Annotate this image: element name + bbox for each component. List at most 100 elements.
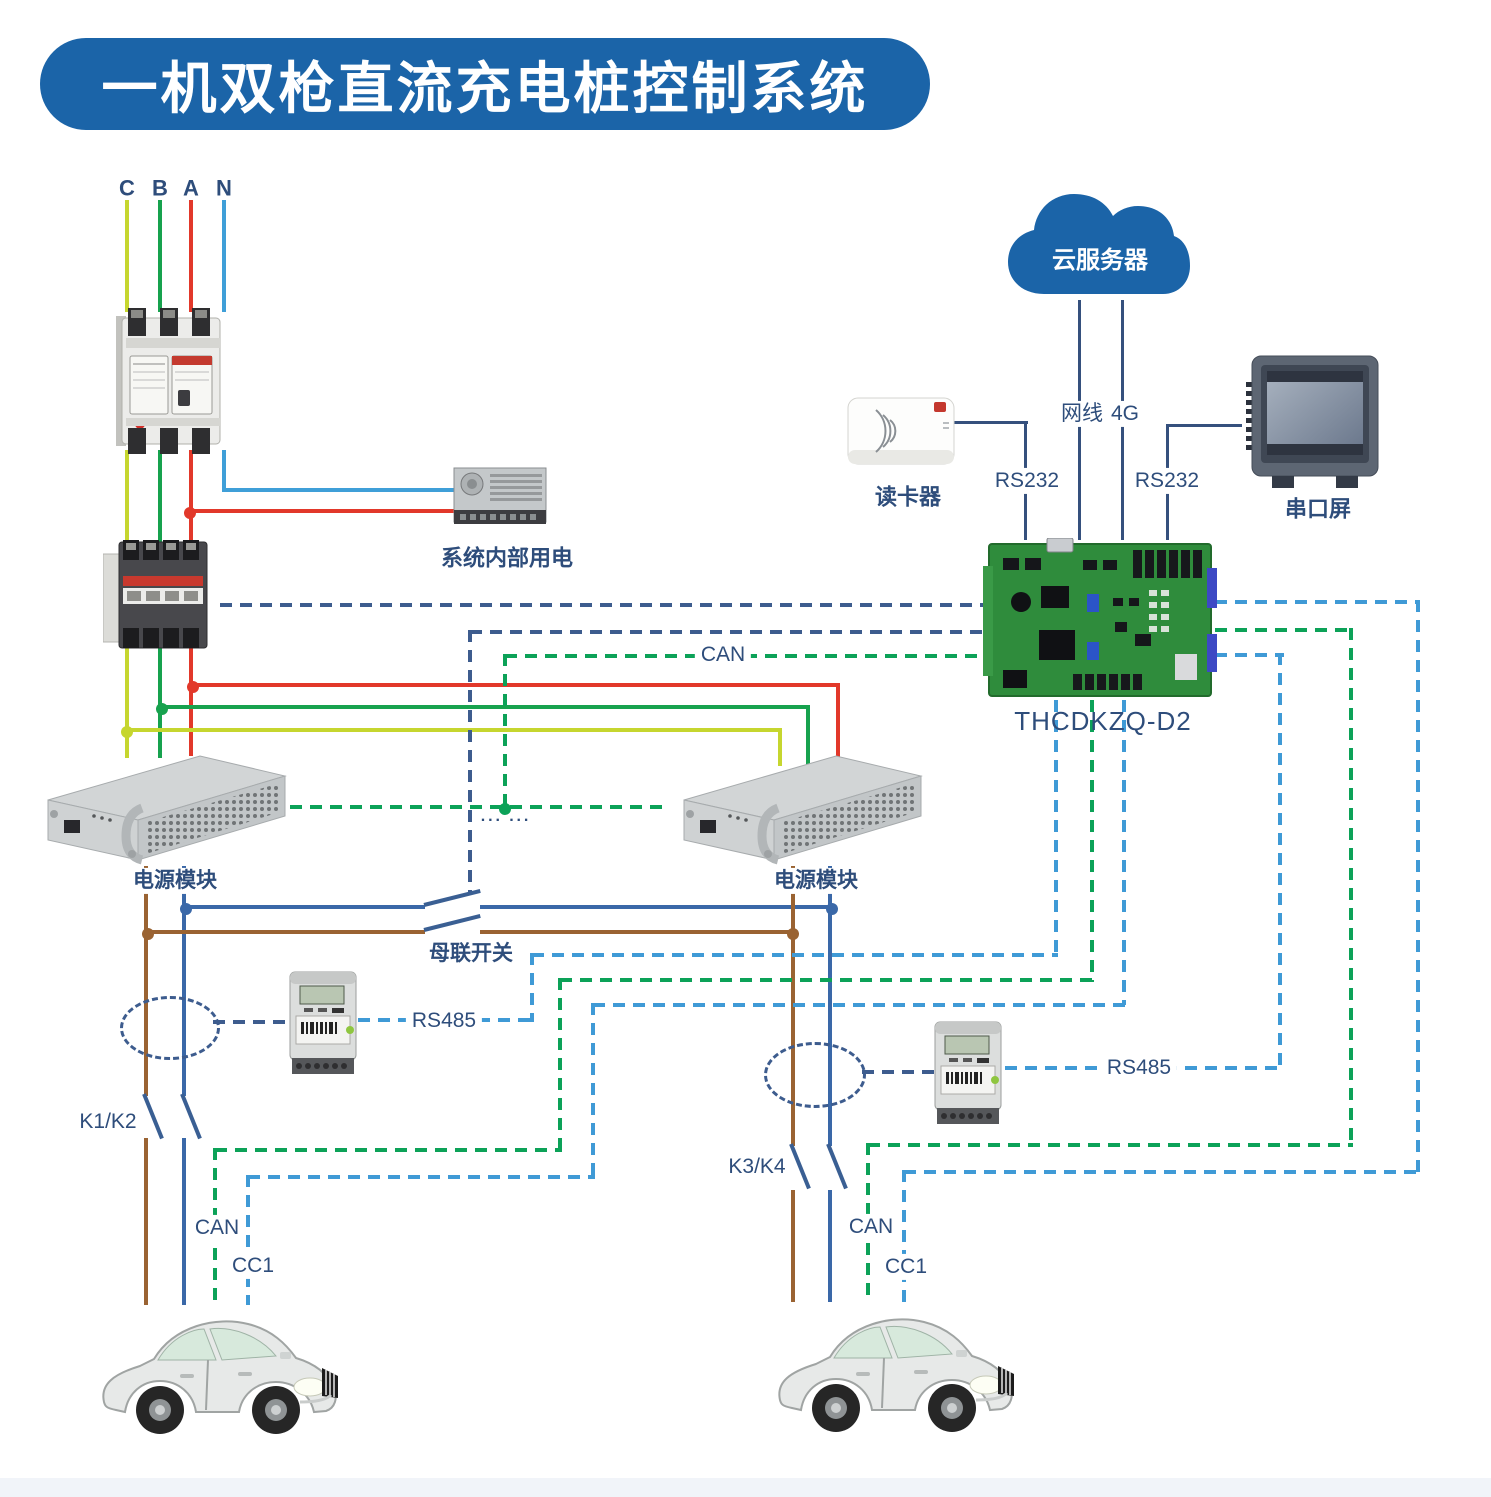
cc1-gun2-a-wire	[1215, 600, 1420, 604]
power-module-2-image	[678, 750, 923, 873]
junction-dot	[121, 726, 133, 738]
junction-dot	[180, 903, 192, 915]
junction-dot	[499, 803, 511, 815]
can-gun1-d-wire	[215, 1148, 562, 1152]
rs485-meter1-b-wire	[532, 953, 1058, 957]
ctrl-contactor-signal-wire	[220, 603, 985, 607]
psu-icon	[453, 467, 547, 524]
title-banner: 一机双枪直流充电桩控制系统	[40, 38, 930, 130]
phase-label-b: B	[152, 175, 168, 201]
phase-a-drop-3-wire	[189, 646, 193, 756]
rs232-screen-label: RS232	[1128, 467, 1206, 495]
can-gun2-label: CAN	[842, 1213, 900, 1241]
cc1-gun2-label: CC1	[878, 1253, 934, 1281]
can-gun1-a-wire	[1090, 700, 1094, 982]
phase-label-c: C	[119, 175, 135, 201]
rs485-meter1-a-wire	[1054, 700, 1058, 957]
ctrl-bustie-signal-v-wire	[468, 630, 472, 893]
can-bus-label: CAN	[694, 641, 752, 669]
dcplus-gun2-lower-wire	[791, 1190, 795, 1302]
page-title: 一机双枪直流充电桩控制系统	[101, 56, 869, 120]
junction-dot	[142, 928, 154, 940]
can-gun2-b-wire	[1349, 628, 1353, 1147]
bus-tie-blade-2	[423, 914, 481, 932]
internal-psu-image	[452, 466, 548, 537]
phase-n-drop-1-wire	[222, 200, 226, 312]
ct2-meter-link-wire	[862, 1070, 936, 1074]
pcb-icon	[983, 537, 1217, 697]
breaker-icon	[116, 308, 221, 454]
ct1-meter-link-wire	[213, 1020, 291, 1024]
meter-icon	[289, 971, 357, 1074]
k1k2-blade-2	[180, 1093, 202, 1140]
energy-meter-2-image	[933, 1020, 1003, 1131]
power-module-1-label: 电源模块	[127, 867, 223, 895]
can-gun2-c-wire	[868, 1143, 1353, 1147]
junction-dot	[156, 703, 168, 715]
phase-label-n: N	[216, 175, 232, 201]
phase-a-to-psu-wire	[189, 509, 457, 513]
can-gun2-a-wire	[1215, 628, 1355, 632]
car-icon	[102, 1320, 338, 1434]
can-gun1-c-wire	[558, 978, 562, 1150]
dcminus-gun1-lower-wire	[182, 1138, 186, 1305]
cc1-gun1-label: CC1	[225, 1252, 281, 1280]
dc-bus-blue-right-wire	[480, 905, 830, 909]
power-module-icon	[683, 755, 923, 865]
screen-rs232-h-wire	[1168, 424, 1242, 427]
serial-screen-image	[1238, 354, 1384, 497]
cloud-label: 云服务器	[1052, 247, 1148, 275]
rs485-meter2-label: RS485	[1100, 1054, 1178, 1082]
k3k4-blade-2	[826, 1143, 848, 1190]
phase-b-drop-1-wire	[158, 200, 162, 312]
internal-psu-label: 系统内部用电	[434, 544, 580, 572]
ethernet-label: 网线	[1055, 400, 1109, 428]
junction-dot	[787, 928, 799, 940]
junction-dot	[184, 507, 196, 519]
cc1-gun1-b-wire	[593, 1003, 1126, 1007]
module-ellipsis: ··· ···	[480, 811, 532, 829]
bus-tie-label: 母联开关	[429, 941, 513, 965]
k3k4-label: K3/K4	[728, 1154, 786, 1178]
phase-a-drop-2-wire	[189, 450, 193, 542]
dcminus-gun2-lower-wire	[828, 1190, 832, 1302]
power-module-1-image	[42, 750, 287, 873]
phase-a-branch-wire	[191, 683, 840, 687]
rs485-meter2-b-wire	[1278, 653, 1282, 1070]
phase-c-into-module2-wire	[778, 728, 782, 766]
bus-tie-blade-1	[423, 889, 481, 907]
dc-bus-blue-left-wire	[184, 905, 425, 909]
can-gun1-label: CAN	[188, 1214, 246, 1242]
dcplus-gun1-lower-wire	[144, 1138, 148, 1305]
phase-b-into-module2-wire	[806, 705, 810, 765]
cc1-gun2-c-wire	[904, 1170, 1420, 1174]
phase-n-drop-2-wire	[222, 450, 226, 490]
cc1-gun1-d-wire	[248, 1175, 595, 1179]
dcplus-gun1-upper-wire	[144, 866, 148, 1096]
junction-dot	[187, 681, 199, 693]
phase-a-drop-1-wire	[189, 200, 193, 312]
can-bus-v-wire	[503, 654, 507, 808]
power-module-2-label: 电源模块	[768, 867, 864, 895]
phase-b-branch-wire	[160, 705, 810, 709]
neutral-to-psu-wire	[222, 488, 457, 492]
card-reader-label: 读卡器	[874, 484, 942, 510]
contactor-icon	[102, 540, 208, 649]
ev-car-2-image	[764, 1300, 1016, 1450]
cc1-gun1-a-wire	[1122, 700, 1126, 1005]
power-module-icon	[47, 755, 287, 865]
can-gun1-b-wire	[560, 978, 1094, 982]
meter-icon	[934, 1021, 1002, 1124]
cloud-server	[1000, 180, 1192, 309]
4g-label: 4G	[1104, 400, 1146, 428]
ct-sensor-gun1	[120, 996, 220, 1060]
rs232-reader-label: RS232	[988, 467, 1066, 495]
cc1-gun2-d-wire	[902, 1170, 906, 1302]
phase-b-drop-2-wire	[158, 450, 162, 542]
cloud-icon	[1008, 194, 1190, 294]
serial-screen-icon	[1246, 355, 1379, 488]
dc-bus-brown-left-wire	[146, 930, 425, 934]
card-reader-image	[846, 392, 956, 477]
k3k4-blade-1	[789, 1143, 811, 1190]
